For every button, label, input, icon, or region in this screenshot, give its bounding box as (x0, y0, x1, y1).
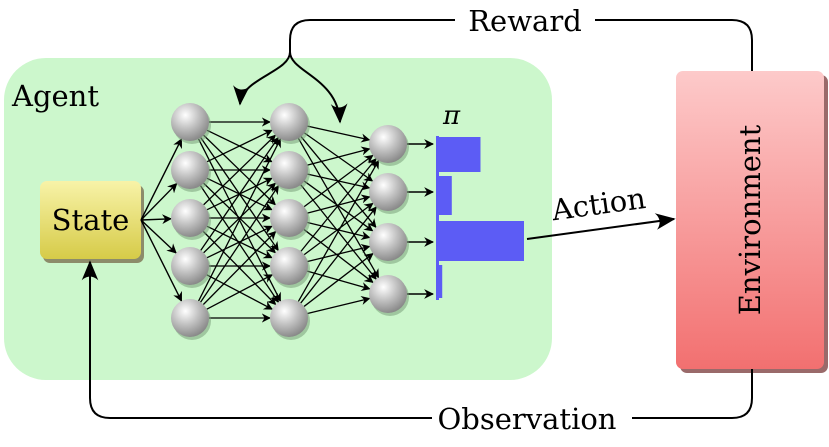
neuron (171, 199, 209, 237)
neuron (270, 103, 308, 141)
neuron-connection (307, 125, 371, 143)
neuron-connection (297, 159, 380, 302)
neuron-connection (206, 225, 273, 259)
policy-bar (437, 137, 481, 172)
neuron (270, 151, 308, 189)
neuron-connection (307, 146, 371, 166)
state-box (40, 181, 141, 259)
state-to-neuron-edge (140, 219, 177, 254)
neuron (369, 275, 407, 313)
neuron (171, 247, 209, 285)
neuron-connection (203, 134, 277, 206)
neuron-connection (303, 202, 374, 256)
neuron-connection (202, 230, 277, 305)
action-arrow (526, 213, 676, 240)
neuron-connection (300, 136, 377, 229)
neuron (171, 299, 209, 337)
neuron-connection (303, 253, 374, 307)
observation-edge-right (632, 369, 753, 419)
state-to-neuron-edge (140, 219, 183, 302)
policy-bars (437, 137, 524, 298)
network-connections (140, 117, 434, 323)
reward-arrow-right (289, 51, 348, 124)
state-to-neuron-edge (140, 138, 183, 221)
neuron-connection (197, 138, 282, 302)
neuron (369, 223, 407, 261)
observation-edge-left (81, 260, 432, 419)
neuron (369, 173, 407, 211)
neuron-connection (206, 274, 273, 310)
network-neurons (171, 103, 409, 340)
agent-label: Agent (11, 79, 99, 113)
environment-box (676, 71, 824, 369)
policy-bar (437, 221, 524, 261)
reward-label: Reward (468, 4, 582, 38)
environment-label: Environment (733, 124, 767, 315)
neuron-connection (300, 158, 377, 252)
observation-label: Observation (438, 402, 617, 436)
state-to-neuron-edge (140, 182, 178, 221)
neuron-connection (206, 129, 273, 163)
neuron-connection (200, 136, 279, 251)
neuron (369, 125, 407, 163)
state-to-neuron-edge (140, 214, 172, 225)
neuron (270, 247, 308, 285)
state-label: State (52, 203, 130, 237)
reward-edge-line (595, 19, 753, 71)
neuron-connection (303, 154, 374, 208)
neuron (270, 199, 308, 237)
policy-symbol: π (442, 101, 461, 131)
reward-arrow-left (233, 51, 291, 106)
policy-bar (437, 176, 452, 215)
neuron-connection (300, 206, 377, 304)
neuron (171, 103, 209, 141)
reward-edge-line-left (289, 19, 455, 52)
action-label: Action (549, 181, 648, 227)
neuron-connection (307, 295, 371, 315)
policy-bar (437, 265, 443, 298)
neuron (270, 299, 308, 337)
neuron-connection (203, 182, 277, 254)
neuron-connection (200, 185, 279, 303)
neuron (171, 151, 209, 189)
